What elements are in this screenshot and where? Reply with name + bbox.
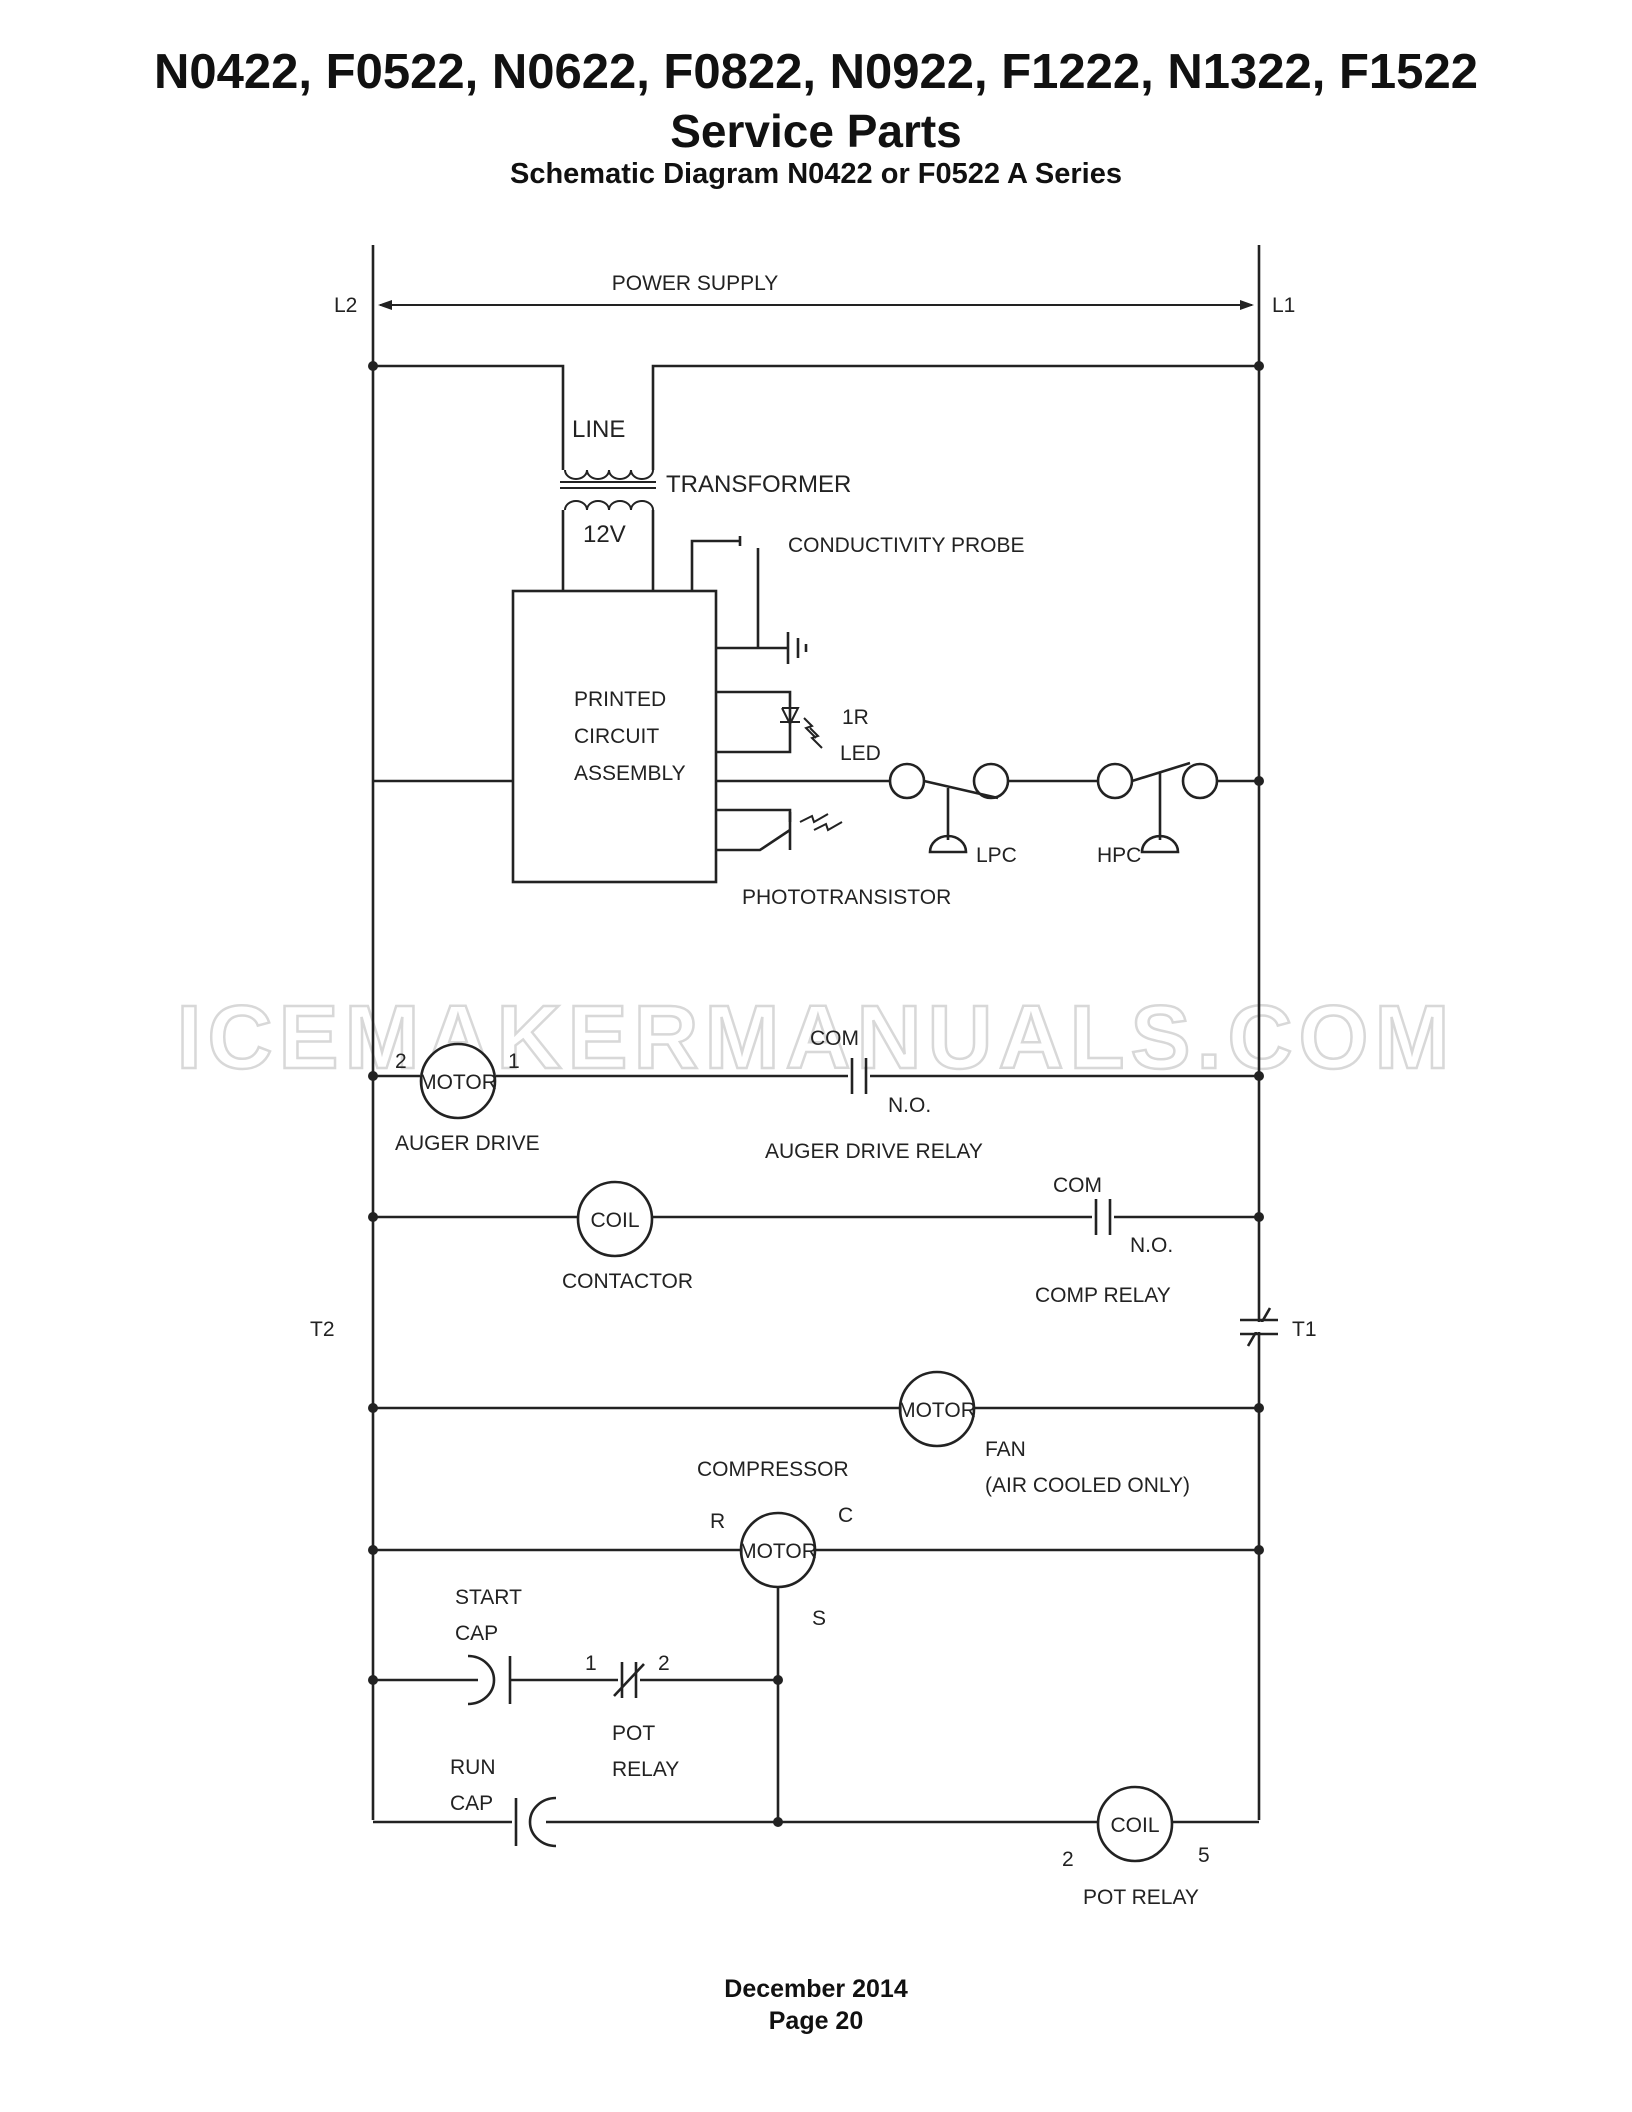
- auger-drive-label: AUGER DRIVE: [395, 1132, 540, 1155]
- l1-label: L1: [1272, 294, 1295, 317]
- 12v-label: 12V: [583, 521, 626, 548]
- coil-terminal-5: 5: [1198, 1844, 1210, 1867]
- relay-label: RELAY: [612, 1758, 679, 1781]
- fan-motor: [898, 1370, 976, 1448]
- ground-symbol: [716, 632, 808, 664]
- phototransistor: [716, 808, 843, 852]
- transformer-label: TRANSFORMER: [666, 471, 851, 498]
- terminal-s-label: S: [812, 1607, 826, 1630]
- power-supply-arrow: [378, 300, 1254, 310]
- t2-label: T2: [310, 1318, 335, 1341]
- start-cap-row: [373, 1654, 778, 1706]
- pot-terminal-1: 1: [585, 1652, 597, 1675]
- auger-drive-motor: [419, 1042, 497, 1120]
- terminal-r-label: R: [710, 1510, 725, 1533]
- compressor-label: COMPRESSOR: [697, 1458, 849, 1481]
- page-title: N0422, F0522, N0622, F0822, N0922, F1222…: [154, 45, 1478, 99]
- footer-date: December 2014: [724, 1975, 908, 2003]
- t1-label: T1: [1292, 1318, 1317, 1341]
- run-cap-label: CAP: [450, 1792, 493, 1815]
- fan-label: FAN: [985, 1438, 1026, 1461]
- comp-no-label: N.O.: [1130, 1234, 1173, 1257]
- terminal-c-label: C: [838, 1504, 853, 1527]
- transformer: [373, 364, 1259, 591]
- pot-relay-coil-label: COIL: [1110, 1814, 1159, 1837]
- hpc-switch: [1096, 761, 1219, 854]
- pca-label-1: PRINTED: [574, 688, 666, 711]
- run-cap-row: [373, 1796, 1259, 1848]
- conductivity-probe-label: CONDUCTIVITY PROBE: [788, 534, 1024, 557]
- footer-page-number: Page 20: [768, 2007, 864, 2035]
- page-title-service-parts: Service Parts: [670, 105, 962, 157]
- line-label: LINE: [572, 416, 625, 443]
- phototransistor-label: PHOTOTRANSISTOR: [742, 886, 951, 909]
- l2-label: L2: [334, 294, 357, 317]
- comp-relay-label: COMP RELAY: [1035, 1284, 1171, 1307]
- pot-relay-label: POT RELAY: [1083, 1886, 1199, 1909]
- auger-terminal-2: 2: [395, 1050, 407, 1073]
- coil-terminal-2: 2: [1062, 1848, 1074, 1871]
- page-subtitle: Schematic Diagram N0422 or F0522 A Serie…: [509, 158, 1122, 190]
- conductivity-probe: [690, 536, 760, 648]
- comp-com-label: COM: [1053, 1174, 1102, 1197]
- t1-contact: [1240, 1307, 1278, 1347]
- lpc-label: LPC: [976, 844, 1017, 867]
- auger-motor-label: MOTOR: [419, 1071, 497, 1094]
- auger-no-label: N.O.: [888, 1094, 931, 1117]
- lpc-switch: [888, 762, 1010, 854]
- printed-circuit-assembly: [511, 589, 718, 884]
- pot-label: POT: [612, 1722, 655, 1745]
- ir-led: [716, 690, 823, 754]
- fan-motor-label: MOTOR: [898, 1399, 976, 1422]
- start-label: START: [455, 1586, 522, 1609]
- run-label: RUN: [450, 1756, 496, 1779]
- junction-dots: [368, 361, 1264, 1827]
- pot-relay-coil: [1096, 1785, 1174, 1863]
- contactor-label: CONTACTOR: [562, 1270, 693, 1293]
- contactor-coil-label: COIL: [590, 1209, 639, 1232]
- auger-com-label: COM: [810, 1027, 859, 1050]
- power-supply-label: POWER SUPPLY: [612, 272, 778, 295]
- pca-label-2: CIRCUIT: [574, 725, 659, 748]
- led-label: LED: [840, 742, 881, 765]
- pca-label-3: ASSEMBLY: [574, 762, 686, 785]
- ir-label: 1R: [842, 706, 869, 729]
- contactor-row: [373, 1199, 1259, 1235]
- pot-terminal-2: 2: [658, 1652, 670, 1675]
- auger-drive-row: [373, 1058, 1259, 1094]
- air-cooled-label: (AIR COOLED ONLY): [985, 1474, 1190, 1497]
- auger-drive-relay-label: AUGER DRIVE RELAY: [765, 1140, 983, 1163]
- watermark: ICEMAKERMANUALS.COM: [177, 988, 1456, 1088]
- contactor-coil: [576, 1180, 654, 1258]
- auger-terminal-1: 1: [508, 1050, 520, 1073]
- hpc-label: HPC: [1097, 844, 1141, 867]
- compressor-row: [373, 1548, 1259, 1825]
- compressor-motor-label: MOTOR: [739, 1540, 817, 1563]
- compressor-motor: [739, 1511, 817, 1589]
- start-cap-label: CAP: [455, 1622, 498, 1645]
